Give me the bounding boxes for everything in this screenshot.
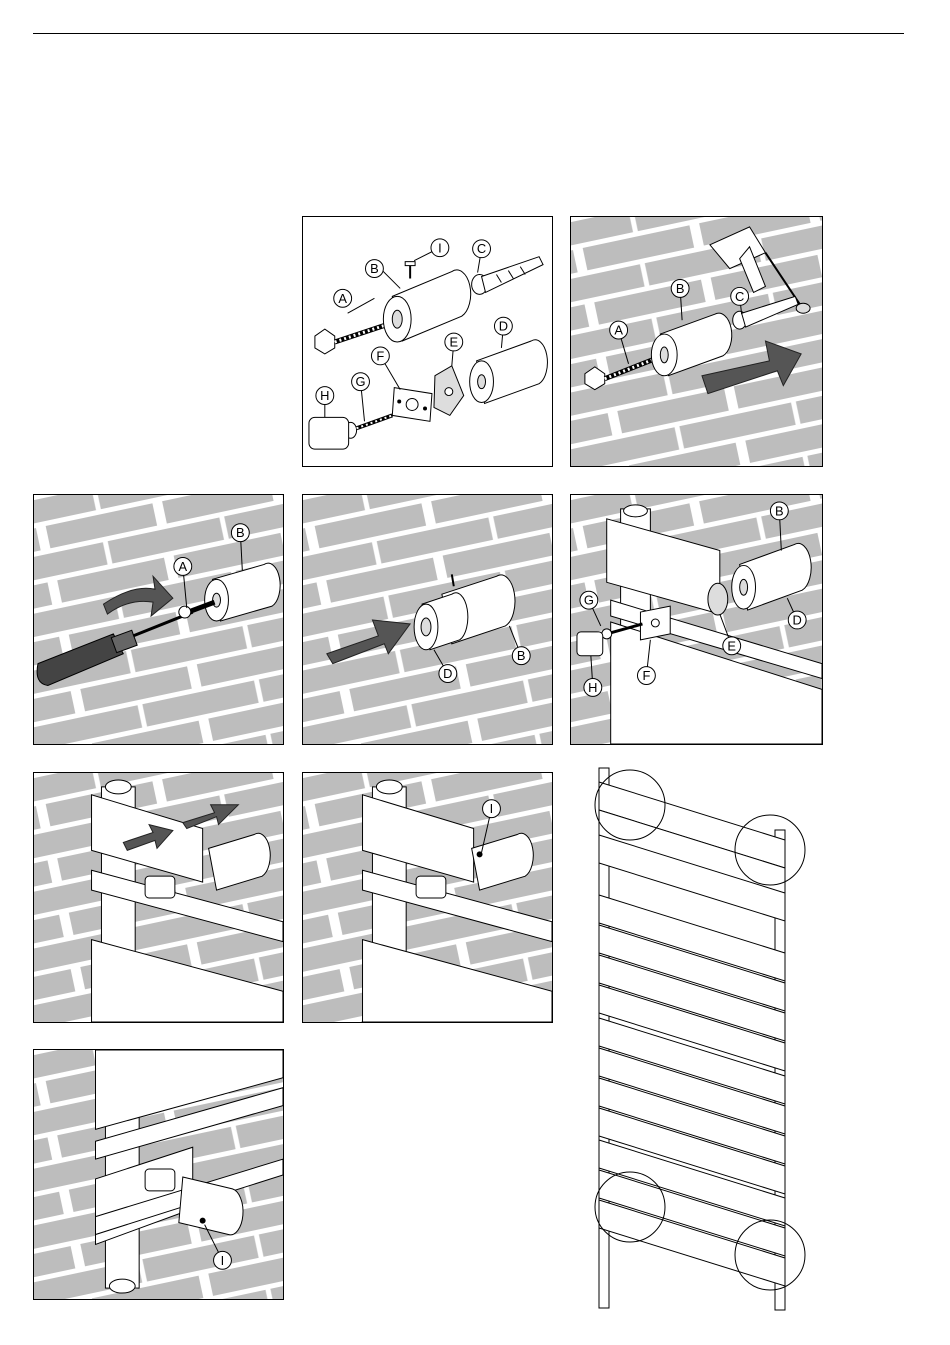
cap-e — [708, 583, 728, 615]
panel-drill-wall: A B C — [570, 216, 823, 467]
label-b: B — [676, 281, 685, 296]
label-b: B — [236, 525, 245, 540]
panel-radiator-bracket: B D E F G H — [570, 494, 823, 745]
panel-bottom-fixing: I — [33, 1049, 284, 1300]
label-e: E — [727, 638, 736, 653]
label-d: D — [793, 612, 802, 627]
panel-slide-sleeve: D B — [302, 494, 553, 745]
header-rule — [33, 33, 904, 34]
label-i: I — [221, 1253, 225, 1268]
cover-h — [577, 632, 603, 656]
cover-h — [145, 876, 175, 898]
label-b: B — [517, 648, 526, 663]
label-h: H — [588, 680, 597, 695]
radiator-rails — [599, 782, 785, 1286]
label-d: D — [443, 666, 452, 681]
sleeve-d — [470, 340, 548, 404]
label-d: D — [499, 319, 508, 334]
label-a: A — [179, 559, 188, 574]
label-b: B — [370, 261, 379, 276]
label-f: F — [642, 668, 650, 683]
panel-full-radiator — [585, 760, 815, 1320]
label-c: C — [477, 241, 486, 256]
label-c: C — [735, 289, 744, 304]
panel-tighten-grub-screw: I — [302, 772, 553, 1023]
screw-g — [345, 415, 393, 438]
panel-parts-overview: A B C D E F G H I — [302, 216, 553, 467]
grub-screw-i — [405, 262, 415, 279]
label-b: B — [775, 503, 784, 518]
plate-f — [392, 388, 432, 422]
plate-f — [640, 606, 670, 640]
label-e: E — [449, 334, 458, 349]
cover-h — [145, 1169, 175, 1191]
label-a: A — [338, 291, 347, 306]
wall-plug-c — [472, 257, 543, 295]
label-i: I — [438, 240, 442, 255]
label-h: H — [320, 388, 329, 403]
label-g: G — [356, 374, 366, 389]
cover-h — [309, 417, 349, 449]
panel-screw-tighten: A B — [33, 494, 284, 745]
cylinder-b — [383, 270, 470, 342]
label-f: F — [376, 348, 384, 363]
label-a: A — [614, 323, 623, 338]
cap-e — [434, 366, 464, 416]
panel-adjust-position — [33, 772, 284, 1023]
cover-h — [416, 876, 446, 898]
label-g: G — [584, 593, 594, 608]
label-i: I — [490, 801, 494, 816]
